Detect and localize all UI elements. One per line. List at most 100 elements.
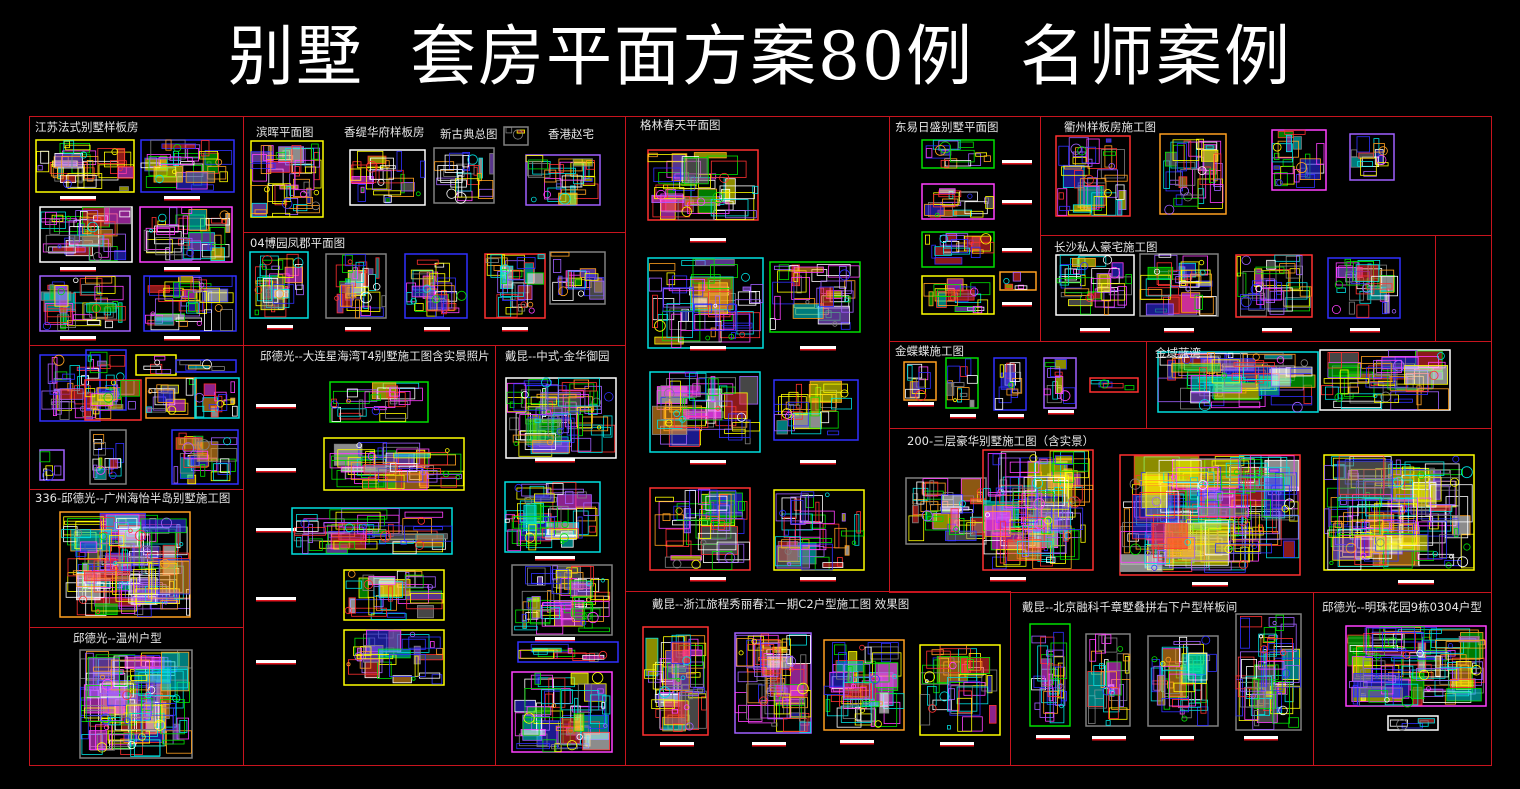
plan-caption-bar (502, 327, 528, 332)
plan-quzhou-4 (1349, 133, 1395, 181)
plan-caption-bar (1398, 580, 1434, 585)
label-xianggang: 香港赵宅 (548, 127, 594, 141)
panel-frame-bolin (625, 116, 890, 592)
plan-beijing-2 (1085, 633, 1131, 727)
plan-jinhua-3 (511, 564, 613, 636)
label-daliangxing: 邱德光--大连星海湾T4别墅施工图含实景照片 (260, 349, 490, 363)
panel-frame-mingzhu (1313, 592, 1492, 766)
plan-jinyu-2 (1319, 349, 1451, 411)
plan-caption-bar (1164, 328, 1194, 333)
plan-caption-bar (990, 577, 1026, 582)
plan-caption-bar (1350, 328, 1380, 333)
plan-dongyi-1 (921, 139, 995, 169)
plan-jindie-5 (1089, 377, 1139, 393)
plan-caption-bar (60, 196, 96, 201)
plan-zhejiang-2 (734, 632, 812, 734)
plan-jindie-2 (945, 357, 979, 409)
plan-caption-bar (690, 238, 726, 243)
plan-caption-bar (164, 336, 200, 341)
label-xiangti: 香缇华府样板房 (344, 125, 425, 139)
plan-changsha-3 (1235, 254, 1313, 318)
plan-binhui (250, 140, 324, 218)
plan-midleft-8 (39, 449, 65, 482)
plan-xianggang-elev (503, 126, 529, 146)
plan-changsha-2 (1139, 253, 1219, 317)
plan-jinyu-1 (1157, 351, 1319, 413)
panel-frame-dongyi (889, 116, 1041, 342)
plan-caption-bar (1262, 328, 1292, 333)
plan-beijing-3 (1147, 635, 1219, 727)
plan-caption-bar (256, 660, 296, 665)
plan-mingzhu (1345, 625, 1487, 708)
label-mingzhu: 邱德光--明珠花园9栋0304户型 (1322, 600, 1482, 614)
plan-caption-bar (690, 460, 726, 465)
panel-frame-wenzhou (29, 627, 244, 766)
plan-caption-bar (164, 267, 200, 272)
plan-haoh-3 (1119, 454, 1301, 576)
label-zhejiang: 戴昆--浙江旅程秀丽春江一期C2户型施工图 效果图 (652, 597, 910, 611)
plan-quzhou-1 (1055, 135, 1131, 217)
label-bolin: 格林春天平面图 (640, 118, 721, 132)
plan-caption-bar (1002, 200, 1032, 205)
plan-zhejiang-4 (919, 644, 1001, 736)
plan-mingzhu-legend (1387, 715, 1439, 731)
plan-bolin-4 (649, 371, 761, 453)
plan-xiangti (349, 149, 426, 206)
plan-jinhua-2 (504, 481, 601, 553)
plan-caption-bar (800, 577, 836, 582)
plan-boyuan-2 (325, 253, 387, 319)
label-beijing: 戴昆--北京融科千章墅叠拼右下户型样板间 (1022, 600, 1238, 614)
panel-frame-jiangsu (29, 116, 244, 346)
label-haoh200: 200-三层豪华别墅施工图（含实景） (907, 434, 1095, 448)
panel-frame-guangzhou (29, 489, 244, 628)
plan-caption-bar (256, 528, 296, 533)
plan-xianggang (525, 154, 601, 206)
plan-quzhou-2 (1159, 133, 1227, 215)
plan-xingudian (433, 147, 495, 204)
plan-bolin-1 (647, 149, 759, 221)
plan-daliang-4 (343, 569, 445, 621)
plan-caption-bar (1002, 160, 1032, 165)
plan-caption-bar (535, 556, 575, 561)
plan-caption-bar (267, 325, 293, 330)
plan-caption-bar (690, 346, 726, 351)
plan-guangzhou (59, 511, 191, 618)
plan-caption-bar (256, 597, 296, 602)
plan-caption-bar (950, 414, 976, 419)
plan-midleft-5 (84, 379, 142, 421)
plan-caption-bar (1002, 248, 1032, 253)
panel-frame-haoh200 (889, 428, 1492, 593)
plan-jindie-1 (903, 361, 937, 402)
plan-caption-bar (256, 468, 296, 473)
plan-dongyi-3 (921, 231, 995, 268)
plan-jinhua-4 (517, 641, 619, 663)
plan-boyuan-4 (484, 253, 546, 319)
plan-bolin-7 (773, 489, 865, 571)
plan-caption-bar (998, 414, 1024, 419)
plan-caption-bar (1002, 302, 1032, 307)
label-boyuan: 04博园凤郡平面图 (250, 236, 346, 250)
plan-jiangsu-2 (140, 139, 235, 193)
panel-frame-mid-left (29, 345, 244, 490)
plan-wenzhou (79, 649, 193, 759)
plan-caption-bar (940, 742, 974, 747)
label-binhui: 滨晖平面图 (256, 125, 314, 139)
plan-zhejiang-3 (823, 639, 905, 731)
plan-boyuan-3 (404, 253, 468, 319)
plan-caption-bar (1092, 736, 1126, 741)
plan-caption-bar (800, 346, 836, 351)
plan-caption-bar (535, 458, 575, 463)
plan-daliang-2 (323, 437, 465, 491)
plan-caption-bar (1244, 736, 1278, 741)
plan-bolin-6 (649, 487, 751, 571)
plan-caption-bar (908, 402, 934, 407)
plan-haoh-2 (982, 449, 1094, 571)
label-changsha: 长沙私人豪宅施工图 (1054, 240, 1158, 254)
plan-daliang-5 (343, 629, 445, 686)
plan-jiangsu-1 (35, 139, 135, 193)
plan-caption-bar (1080, 328, 1110, 333)
panel-frame-quzhou (1040, 116, 1492, 236)
plan-midleft-4 (175, 359, 237, 373)
